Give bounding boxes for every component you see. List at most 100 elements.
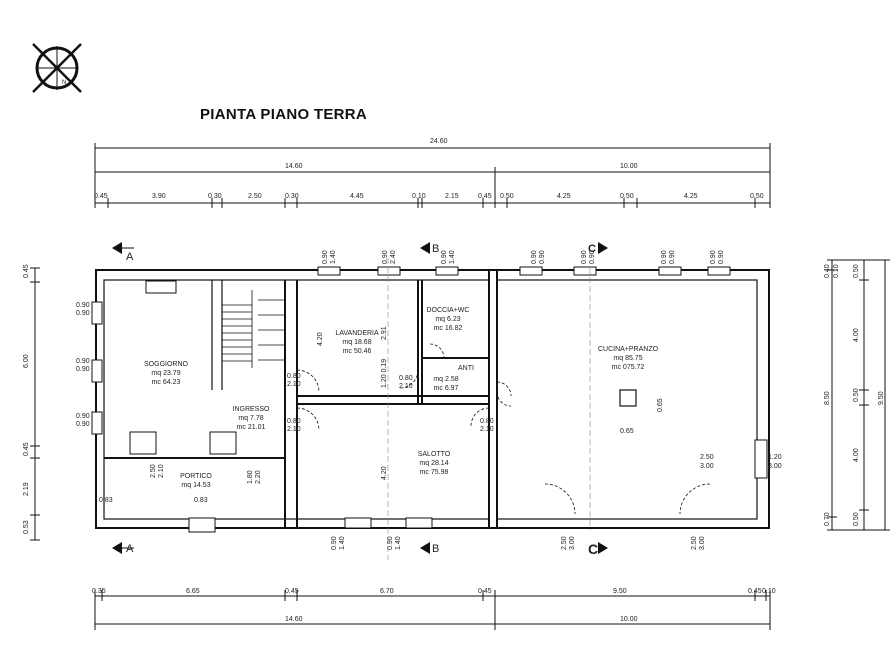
opening-h: 0.90 [539, 250, 546, 264]
dim-seg: 0.45 [478, 588, 492, 595]
opening-h: 2.10 [480, 426, 494, 433]
dimension-lines-right [827, 259, 890, 531]
dim-left-bottom: 14.60 [285, 616, 303, 623]
room-area: mq 14.53 [181, 482, 210, 489]
opening-h: 1.40 [449, 250, 456, 264]
opening-h: 3.00 [569, 536, 576, 550]
dim-seg: 0.45 [23, 264, 30, 278]
opening-h: 2.10 [287, 381, 301, 388]
dim-seg: 0.40 [824, 264, 831, 278]
section-mark-c-top: C [588, 242, 608, 255]
opening-h: 2.10 [287, 426, 301, 433]
room-area: mq 6.23 [435, 316, 460, 323]
dim-seg: 0.10 [762, 588, 776, 595]
section-label: A [126, 251, 134, 263]
dim-left-top: 14.60 [285, 163, 303, 170]
section-label: B [432, 243, 439, 255]
dim-right-bottom: 10.00 [620, 616, 638, 623]
dim-seg: 0.35 [92, 588, 106, 595]
section-mark-b-bottom: B [420, 542, 439, 555]
room-area: mq 7.78 [238, 415, 263, 422]
opening-w: 0.90 [331, 536, 338, 550]
dim-left-labels: 0.45 6.00 0.45 2.19 0.53 [23, 264, 30, 534]
room-name: CUCINA+PRANZO [598, 346, 659, 353]
room-volume: mc 075.72 [612, 364, 645, 371]
section-label: A [126, 543, 134, 555]
plan-title: PIANTA PIANO TERRA [200, 106, 368, 123]
dim-seg: 6.65 [186, 588, 200, 595]
dim-right-labels: 0.40 0.10 8.50 0.70 0.50 4.00 0.50 4.00 … [824, 264, 885, 526]
opening-h: 2.10 [158, 464, 165, 478]
room-area: mq 18.68 [342, 339, 371, 346]
room-ingresso: INGRESSO mq 7.78 mc 21.01 [233, 406, 271, 431]
opening-w: 0.80 [287, 418, 301, 425]
opening-w: 0.80 [480, 418, 494, 425]
dim-right-top: 10.00 [620, 163, 638, 170]
dim-seg: 2.50 [248, 193, 262, 200]
opening-w: 0.90 [387, 536, 394, 550]
opening-h: 0.90 [76, 310, 90, 317]
portico-span: 0.83 [194, 497, 208, 504]
opening-w: 0.90 [581, 250, 588, 264]
opening-w: 2.50 [561, 536, 568, 550]
height-note: 4.20 [317, 332, 324, 346]
room-cucina: CUCINA+PRANZO mq 85.75 mc 075.72 [598, 346, 659, 371]
room-name: LAVANDERIA [335, 330, 379, 337]
opening-h: 1.40 [395, 536, 402, 550]
dim-seg: 6.00 [23, 354, 30, 368]
wall-thickness: 0.65 [657, 398, 664, 412]
dim-seg: 0.10 [412, 193, 426, 200]
room-volume: mc 75.98 [420, 469, 449, 476]
room-name: DOCCIA+WC [427, 307, 470, 314]
dimension-lines-left [30, 267, 40, 541]
room-name: SALOTTO [418, 451, 451, 458]
door-swings [296, 343, 711, 515]
opening-h: 1.40 [330, 250, 337, 264]
height-note: 4.20 [381, 466, 388, 480]
room-area: mq 28.14 [419, 460, 448, 467]
opening-w: 1.80 [247, 470, 254, 484]
room-lavanderia: LAVANDERIA mq 18.68 mc 50.46 [335, 330, 379, 355]
dim-seg: 0.70 [824, 512, 831, 526]
opening-w: 0.90 [441, 250, 448, 264]
opening-labels-vertical: 0.90 1.40 0.90 2.40 0.90 1.40 0.90 0.90 … [150, 250, 725, 550]
opening-w: 0.90 [710, 250, 717, 264]
height-note: 2.91 [381, 326, 388, 340]
height-note: 1.20 0.19 [381, 359, 388, 388]
dim-segments-top: 0.45 3.90 0.30 2.50 0.30 4.45 0.10 2.15 … [94, 193, 764, 200]
section-label: B [432, 543, 439, 555]
opening-w: 0.90 [661, 250, 668, 264]
room-area: mq 2.58 [433, 376, 458, 383]
dim-seg: 0.45 [94, 193, 108, 200]
section-markers: A A B B C C [112, 242, 608, 557]
dim-seg: 0.45 [23, 442, 30, 456]
opening-w: 0.80 [287, 373, 301, 380]
dim-seg: 4.45 [350, 193, 364, 200]
dim-seg: 4.00 [853, 328, 860, 342]
dim-seg: 0.45 [478, 193, 492, 200]
dim-seg: 2.19 [23, 482, 30, 496]
section-mark-a-top: A [112, 242, 134, 263]
room-soggiorno: SOGGIORNO mq 23.79 mc 64.23 [144, 361, 189, 386]
dim-segments-bottom: 0.35 6.65 0.45 6.70 0.45 9.50 0.45 0.10 [92, 588, 776, 595]
dim-seg: 0.45 [285, 588, 299, 595]
room-area: mq 23.79 [151, 370, 180, 377]
opening-w: 0.90 [76, 413, 90, 420]
room-area: mq 85.75 [613, 355, 642, 362]
center-note: 0.65 [620, 428, 634, 435]
dim-seg: 4.00 [853, 448, 860, 462]
opening-h: 3.00 [700, 463, 714, 470]
opening-h: 3.00 [768, 463, 782, 470]
section-label: C [588, 541, 598, 557]
room-volume: mc 6.97 [434, 385, 459, 392]
dimension-lines-top [94, 143, 771, 208]
dimension-lines-bottom [94, 590, 771, 630]
opening-w: 0.90 [382, 250, 389, 264]
room-name: ANTI [458, 365, 474, 372]
room-name: INGRESSO [233, 406, 271, 413]
compass-icon: N [32, 43, 82, 93]
dim-seg: 6.70 [380, 588, 394, 595]
opening-w: 0.80 [399, 375, 413, 382]
dim-seg: 0.50 [620, 193, 634, 200]
dim-seg: 0.50 [853, 264, 860, 278]
